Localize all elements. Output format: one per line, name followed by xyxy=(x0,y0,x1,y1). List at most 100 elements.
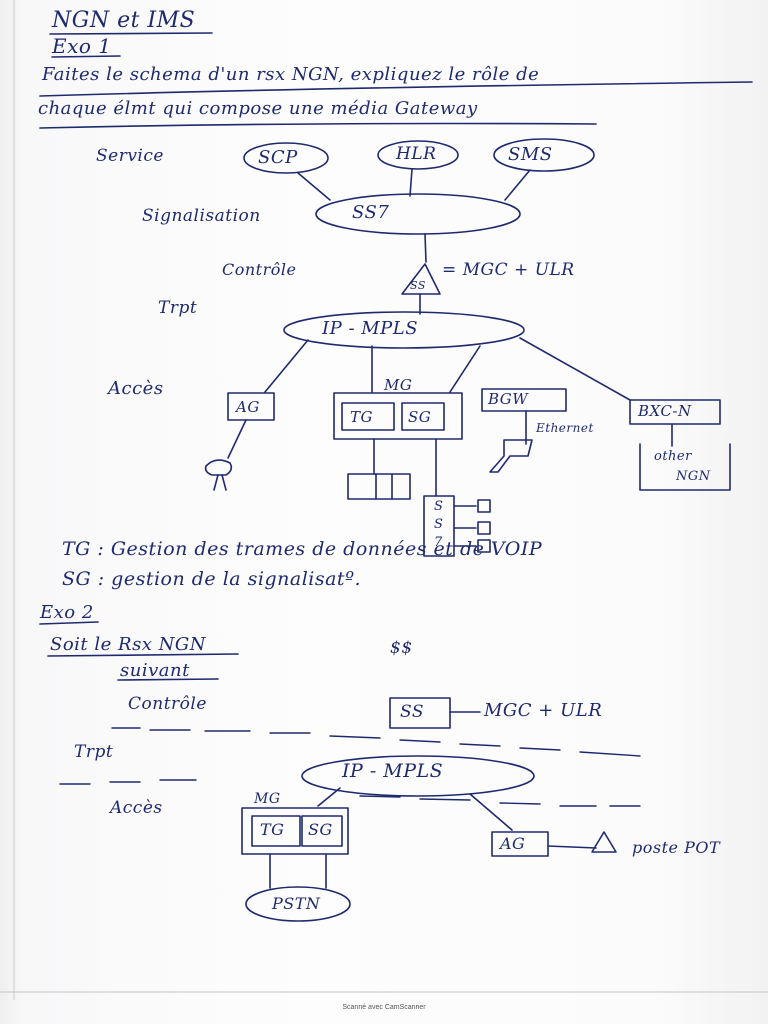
ss7-stack-7: 7 xyxy=(434,535,443,550)
ss-definition: = MGC + ULR xyxy=(442,260,575,280)
exo2-ip-ag-link xyxy=(469,793,513,831)
bgw-box xyxy=(481,388,567,412)
ss7-stack-s2: S xyxy=(434,517,444,532)
ethernet-label: Ethernet xyxy=(536,421,594,435)
ip-bxcn-link xyxy=(519,337,631,401)
layer-signalisation-label: Signalisation xyxy=(142,206,261,226)
ip-bgw-link xyxy=(449,345,481,393)
separator-trpt-acces xyxy=(59,779,197,785)
exo2-poste-icon xyxy=(591,831,617,853)
other-ngn-label-line1: other xyxy=(654,449,692,464)
separator-acces-right xyxy=(359,795,641,807)
scp-node xyxy=(243,142,329,174)
ss-node xyxy=(401,263,441,295)
tg-terminal-box xyxy=(347,473,411,500)
ss7-endpoint-1 xyxy=(477,499,491,513)
smis-node xyxy=(493,138,595,172)
exo1-label: Exo 1 xyxy=(52,34,112,58)
ip-mpls-label: IP - MPLS xyxy=(322,318,419,339)
exo1-prompt-line1: Faites le schema d'un rsx NGN, expliquez… xyxy=(42,64,540,85)
prompt-line2-underline xyxy=(39,122,597,129)
ss-label: SS xyxy=(410,279,426,292)
ag-box xyxy=(227,392,275,421)
exo2-label: Exo 2 xyxy=(40,602,94,623)
exo2-ss-definition: MGC + ULR xyxy=(484,700,603,721)
tg-definition: TG : Gestion des trames de données et de… xyxy=(62,538,543,560)
exo2-pstn-label: PSTN xyxy=(272,894,321,913)
phone-icon-stand xyxy=(213,474,227,491)
layer-acces-label: Accès xyxy=(108,378,164,399)
layer-service-label: Service xyxy=(96,146,164,166)
exo2-ss-box xyxy=(389,697,451,729)
exo2-tg-box xyxy=(251,815,301,847)
prompt-line1-underline xyxy=(39,81,753,97)
ag-phone-link xyxy=(227,419,247,459)
sg-label: SG xyxy=(408,408,432,426)
exo2-poste-label: poste POT xyxy=(632,838,721,857)
separator-controle-trpt xyxy=(111,727,641,757)
bxcn-box xyxy=(629,399,721,425)
exo2-acces-label: Accès xyxy=(110,798,163,818)
ss7-ss-link xyxy=(424,233,427,263)
ss7-endpoint-3 xyxy=(477,539,491,553)
other-ngn-box xyxy=(639,443,731,491)
tg-label: TG xyxy=(350,408,373,426)
ss7-stack-s1: S xyxy=(434,499,444,514)
exo2-ip-mpls-label: IP - MPLS xyxy=(342,760,444,782)
scanner-footer: Scanné avec CamScanner xyxy=(342,1004,426,1011)
exo2-mg-label: MG xyxy=(254,791,281,807)
tg-terminal-dividers xyxy=(375,473,393,500)
exo2-ss-label: SS xyxy=(400,702,424,722)
layer-controle-label: Contrôle xyxy=(222,260,297,279)
sg-definition: SG : gestion de la signalisatº. xyxy=(62,568,362,590)
hlr-node xyxy=(377,140,459,170)
exo2-mg-pstn-links xyxy=(269,853,327,889)
exo2-underline xyxy=(39,621,99,625)
exo2-ag-poste-link xyxy=(547,845,597,849)
exo2-ip-mg-link xyxy=(317,787,341,807)
title-underline xyxy=(49,32,213,35)
exo2-ag-label: AG xyxy=(500,834,526,853)
ip-ag-link xyxy=(264,339,309,393)
exo2-mg-box xyxy=(241,807,349,855)
exo2-ip-mpls-node xyxy=(301,755,535,797)
exo2-scribble: $$ xyxy=(390,638,413,658)
exo2-sg-label: SG xyxy=(308,820,333,839)
ss7-stack-links xyxy=(453,505,477,547)
ip-mpls-node xyxy=(283,311,525,349)
exo2-ag-box xyxy=(491,831,549,857)
sg-box xyxy=(401,402,445,431)
exo1-underline xyxy=(51,55,121,58)
bxcn-label: BXC-N xyxy=(638,402,692,420)
tg-box xyxy=(341,402,395,431)
exo2-prompt-underline xyxy=(47,653,239,657)
phone-icon xyxy=(204,459,233,476)
ss7-stack-box xyxy=(423,495,455,557)
hlr-label: HLR xyxy=(396,144,437,164)
exo2-pstn-node xyxy=(245,886,351,922)
hlr-ss7-link xyxy=(409,168,413,197)
layer-transport-label: Trpt xyxy=(158,298,198,318)
exo1-prompt-line2: chaque élmt qui compose une média Gatewa… xyxy=(38,98,478,119)
mg-box xyxy=(333,392,463,440)
smis-ss7-link xyxy=(504,169,531,201)
exo2-controle-label: Contrôle xyxy=(128,694,207,714)
bgw-label: BGW xyxy=(488,390,529,408)
smis-label: SMS xyxy=(508,144,553,165)
ag-label: AG xyxy=(236,398,260,416)
exo2-tg-label: TG xyxy=(260,820,285,839)
ethernet-terminal-icon xyxy=(489,439,533,473)
exo2-sg-box xyxy=(301,815,343,847)
ss7-endpoint-2 xyxy=(477,521,491,535)
exo2-transport-label: Trpt xyxy=(74,742,114,762)
mg-label: MG xyxy=(384,376,413,394)
scp-label: SCP xyxy=(258,147,298,168)
scp-ss7-link xyxy=(297,172,331,201)
page-title: NGN et IMS xyxy=(52,8,196,33)
ss7-node xyxy=(315,193,521,235)
exo2-suivant-underline xyxy=(117,678,219,681)
ss7-label: SS7 xyxy=(352,202,390,223)
other-ngn-label-line2: NGN xyxy=(676,469,711,484)
